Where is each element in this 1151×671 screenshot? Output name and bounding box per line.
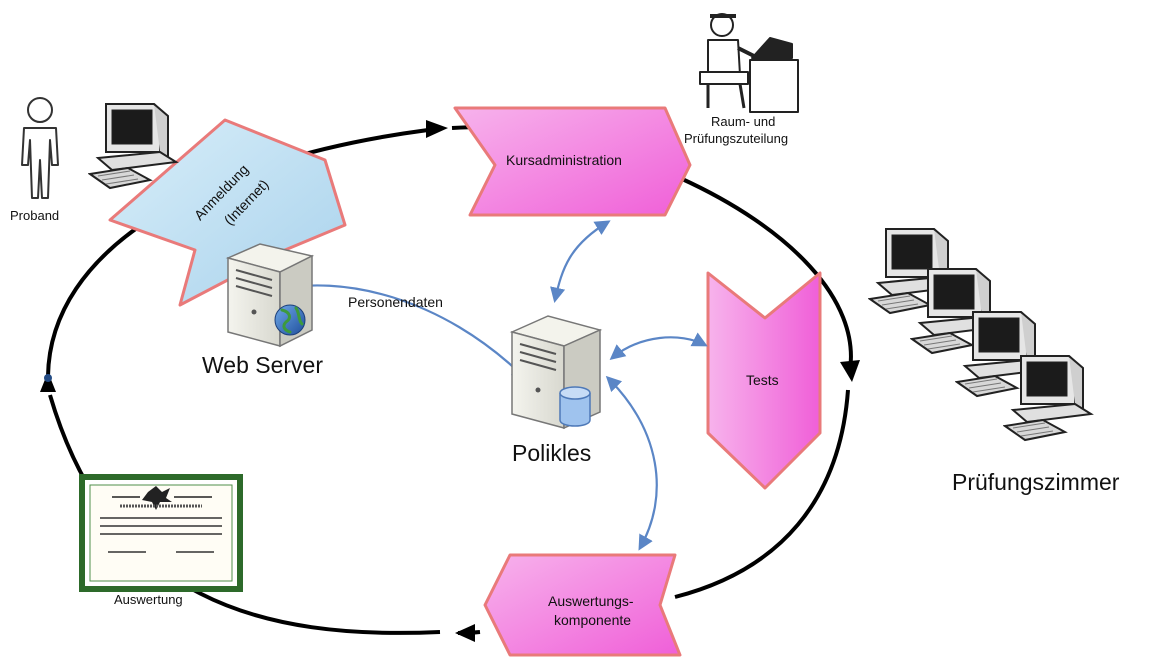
auswertung-label: Auswertung	[114, 592, 183, 607]
raum-label-line2: Prüfungszuteilung	[684, 131, 789, 146]
arrowhead-bottom	[455, 624, 475, 642]
connector-tests-polikles	[609, 332, 708, 360]
database-icon	[559, 386, 591, 427]
arrowhead-right	[840, 360, 860, 382]
data-connectors	[274, 220, 708, 551]
auswertungs-label-line2: komponente	[554, 612, 632, 628]
kursadministration-chevron[interactable]	[453, 106, 692, 217]
auswertungs-chevron[interactable]	[483, 553, 682, 657]
tests-label: Tests	[746, 372, 779, 388]
kursadministration-label: Kursadministration	[506, 152, 622, 168]
arrowhead-top	[426, 120, 448, 138]
polikles-label: Polikles	[512, 440, 592, 466]
pruefungszimmer-label: Prüfungszimmer	[952, 469, 1120, 495]
tests-chevron[interactable]	[706, 271, 822, 490]
person-icon	[21, 97, 59, 199]
cycle-dot	[44, 374, 52, 382]
polikles-server-icon	[509, 315, 603, 430]
cycle-arc-right	[679, 176, 853, 371]
connector-kurs-polikles	[550, 220, 611, 304]
globe-icon	[274, 304, 306, 336]
cycle-arc-bottom-right	[674, 389, 850, 599]
connector-auswertung-polikles	[605, 375, 658, 551]
personendaten-label: Personendaten	[348, 294, 443, 310]
web-server-label: Web Server	[202, 352, 324, 378]
cycle-arc-bottom-left	[48, 394, 441, 635]
certificate-icon	[79, 474, 243, 592]
anmeldung-chevron[interactable]	[108, 118, 347, 307]
raum-label-line1: Raum- und	[711, 114, 776, 129]
auswertungs-label-line1: Auswertungs-	[548, 593, 634, 609]
operator-desk-icon	[699, 13, 799, 113]
proband-label: Proband	[10, 208, 60, 223]
exam-room-computers	[869, 228, 1092, 441]
